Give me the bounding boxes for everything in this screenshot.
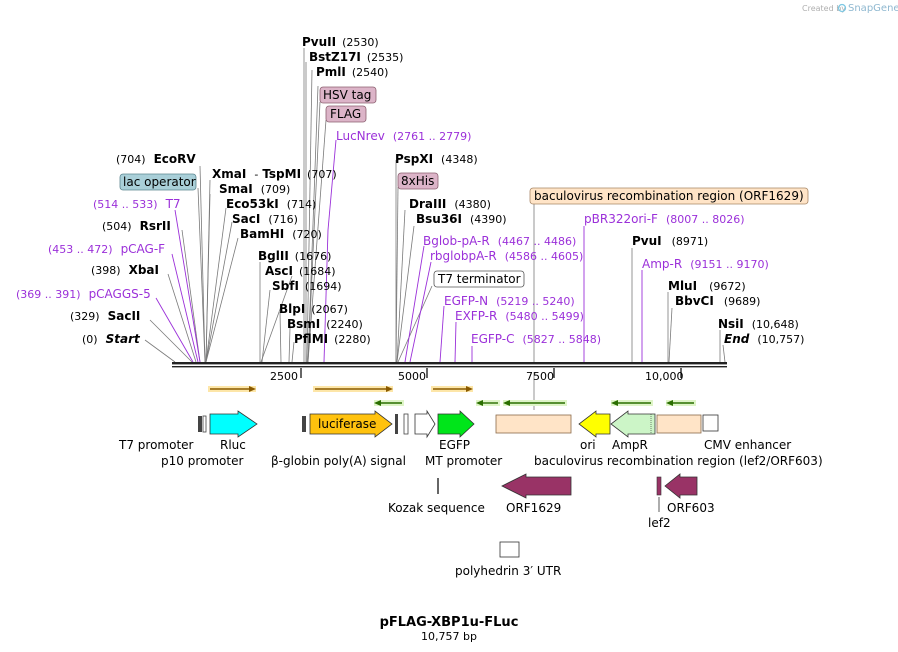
site-xbai: (398)XbaI	[91, 263, 159, 277]
site-sacii: (329)SacII	[70, 309, 140, 323]
baculovirus-orf1629-box	[529, 187, 809, 205]
plasmid-title: pFLAG-XBP1u-FLuc	[380, 615, 519, 630]
site-asci: AscI(1684)	[265, 264, 336, 278]
site-start: (0)Start	[82, 332, 141, 346]
site-pspxi: PspXI(4348)	[395, 152, 478, 166]
cmv-enhancer-box	[702, 414, 719, 432]
label-bglobin-polya: β-globin poly(A) signal	[271, 454, 406, 468]
label-ampr: AmpR	[612, 438, 648, 452]
bglobin-polya-mark	[395, 414, 398, 434]
hsv-tag-box	[319, 86, 377, 104]
label-ori: ori	[580, 438, 596, 452]
primer-t7: (514 .. 533)T7	[93, 197, 181, 211]
site-bsu36i: Bsu36I(4390)	[416, 212, 507, 226]
label-rluc: Rluc	[220, 438, 246, 452]
snapgene-logo-icon	[837, 3, 847, 13]
lac-operator-label: lac operator	[123, 175, 196, 189]
plasmid-length: 10,757 bp	[421, 630, 477, 643]
primer-egfp-n: EGFP-N(5219 .. 5240)	[444, 294, 575, 308]
tick-2500: 2500	[270, 370, 298, 383]
his-tag-label: 8xHis	[401, 174, 434, 188]
label-orf1629: ORF1629	[506, 501, 561, 515]
site-bbvci: BbvCI(9689)	[675, 294, 760, 308]
label-egfp: EGFP	[439, 438, 470, 452]
ori-arrow	[578, 410, 611, 438]
site-nsii: NsiI(10,648)	[718, 317, 799, 331]
site-pflmi: PflMI(2280)	[294, 332, 371, 346]
primer-arrows	[208, 386, 696, 406]
site-bglii: BglII(1676)	[258, 249, 331, 263]
flag-mark	[302, 416, 306, 432]
site-bamhi: BamHI(720)	[240, 227, 322, 241]
primer-exfp-r: EXFP-R(5480 .. 5499)	[455, 309, 584, 323]
mt-promoter-arrow	[414, 409, 436, 439]
site-eco53ki: Eco53kI(714)	[226, 197, 316, 211]
site-saci: SacI(716)	[232, 212, 298, 226]
luciferase-arrow	[309, 410, 393, 438]
orf603-arrow	[664, 473, 698, 499]
t7-terminator-label: T7 terminator	[437, 272, 521, 286]
baculovirus-orf1629-label: baculovirus recombination region (ORF162…	[534, 189, 804, 203]
rluc-arrow	[209, 410, 258, 438]
primer-bglob-pa-r: Bglob-pA-R(4467 .. 4486)	[423, 234, 576, 248]
baculovirus-lef2-box	[656, 414, 702, 434]
site-xmai-tspmi: XmaI-TspMI(707)	[212, 167, 337, 181]
primer-pbr322ori-f: pBR322ori-F(8007 .. 8026)	[584, 212, 745, 226]
site-bsmi: BsmI(2240)	[287, 317, 363, 331]
primer-leader-lines	[155, 139, 643, 363]
label-t7-promoter: T7 promoter	[118, 438, 194, 452]
ampr-arrow	[610, 410, 656, 438]
site-pvuii: PvuII(2530)	[302, 35, 379, 49]
polyhedrin-utr-box	[499, 541, 520, 558]
tick-5000: 5000	[398, 370, 426, 383]
site-pmli: PmlI(2540)	[316, 65, 388, 79]
primer-amp-r: Amp-R(9151 .. 9170)	[642, 257, 769, 271]
egfp-arrow	[437, 410, 475, 438]
orf1629-arrow	[501, 473, 572, 499]
label-kozak: Kozak sequence	[388, 501, 485, 515]
site-ecorv: (704)EcoRV	[116, 152, 196, 166]
label-lef2: lef2	[648, 516, 671, 530]
label-orf603: ORF603	[667, 501, 715, 515]
tick-7500: 7500	[526, 370, 554, 383]
label-baculovirus-lef2: baculovirus recombination region (lef2/O…	[534, 454, 823, 468]
site-mlui: MluI(9672)	[668, 279, 746, 293]
primer-lucnrev: LucNrev(2761 .. 2779)	[336, 129, 471, 143]
flag-tag-box	[325, 105, 367, 123]
site-bstz17i: BstZ17I(2535)	[309, 50, 403, 64]
hsv-tag-label: HSV tag	[323, 88, 371, 102]
site-pvui: PvuI(8971)	[632, 234, 708, 248]
site-end: End(10,757)	[724, 332, 804, 346]
flag-tag-label: FLAG	[330, 107, 361, 121]
site-blpi: BlpI(2067)	[279, 302, 348, 316]
site-sbfi: SbfI(1694)	[272, 279, 342, 293]
primer-rbglobpa-r: rbglobpA-R(4586 .. 4605)	[430, 249, 583, 263]
site-rsrii: (504)RsrII	[102, 219, 171, 233]
primer-pcaggs-5: (369 .. 391)pCAGGS-5	[16, 287, 151, 301]
dna-backbone	[172, 362, 727, 378]
label-p10-promoter: p10 promoter	[161, 454, 243, 468]
label-polyhedrin-utr: polyhedrin 3′ UTR	[455, 564, 561, 578]
site-draiii: DraIII(4380)	[409, 197, 491, 211]
lac-operator-box	[119, 173, 197, 191]
primer-egfp-c: EGFP-C(5827 .. 5848)	[471, 332, 601, 346]
t7-promoter-mark	[198, 416, 202, 432]
site-leader-lines	[144, 48, 726, 410]
lef2-mark	[656, 476, 662, 496]
luciferase-label: luciferase	[318, 417, 376, 431]
his-tag-box	[397, 172, 439, 190]
snapgene-brand: SnapGene	[848, 3, 898, 14]
baculovirus-region-box	[495, 414, 572, 434]
primer-pcag-f: (453 .. 472)pCAG-F	[48, 242, 165, 256]
t7-terminator-box	[433, 270, 525, 288]
p10-promoter-mark	[202, 415, 207, 433]
created-by-credit: Created by	[802, 4, 846, 13]
label-mt-promoter: MT promoter	[425, 454, 502, 468]
spacer-mark	[403, 413, 409, 435]
site-smai: SmaI(709)	[219, 182, 290, 196]
tick-10000: 10,000	[645, 370, 684, 383]
feature-track: luciferase	[198, 409, 719, 558]
label-cmv-enhancer: CMV enhancer	[704, 438, 791, 452]
